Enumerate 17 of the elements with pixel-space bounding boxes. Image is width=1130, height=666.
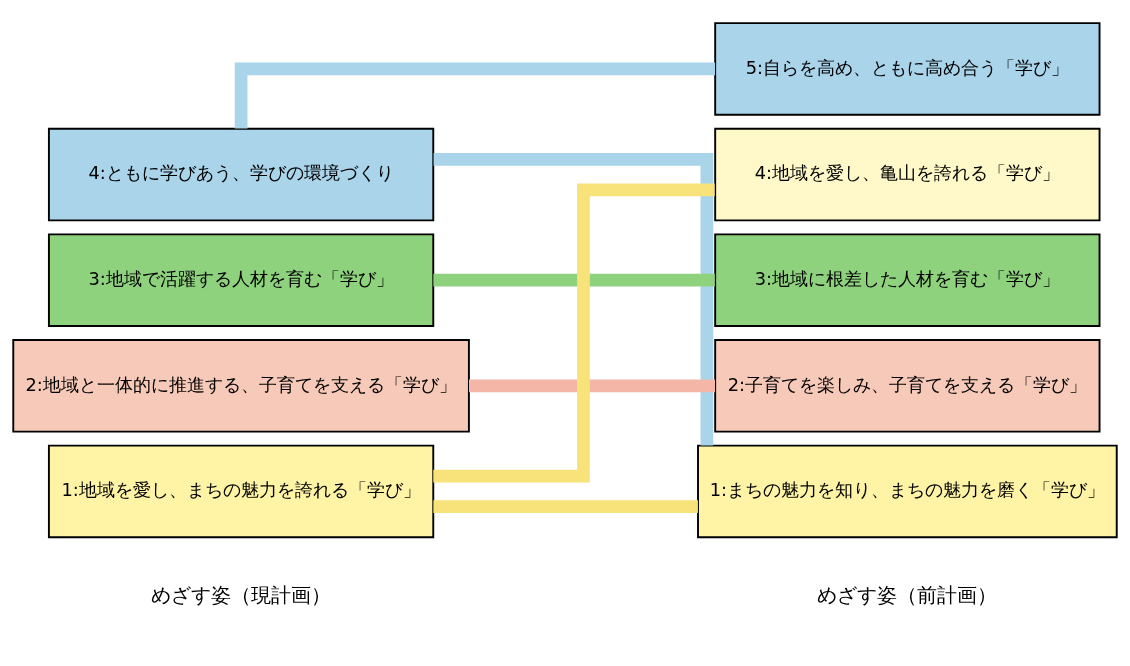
node-box: 2:地域と一体的に推進する、子育てを支える「学び」: [12, 339, 470, 433]
node-box: 5:自らを高め、ともに高め合う「学び」: [714, 22, 1101, 116]
node-box: 4:地域を愛し、亀山を誇れる「学び」: [714, 127, 1101, 222]
connector: [234, 62, 716, 129]
connector: [433, 273, 715, 287]
connector: [433, 500, 698, 514]
node-box: 1:地域を愛し、まちの魅力を誇れる「学び」: [47, 444, 435, 539]
label: めざす姿（現計画）: [151, 582, 332, 607]
node-box: 4:ともに学びあう、学びの環境づくり: [47, 127, 435, 222]
connector: [433, 183, 715, 483]
node-box: 2:子育てを楽しみ、子育てを支える「学び」: [714, 339, 1101, 433]
node-box: 3:地域で活躍する人材を育む「学び」: [47, 233, 435, 327]
connector: [433, 152, 714, 446]
label: めざす姿（前計画）: [817, 582, 998, 607]
node-box: 3:地域に根差した人材を育む「学び」: [714, 233, 1101, 327]
connector: [469, 379, 716, 393]
node-box: 1:まちの魅力を知り、まちの魅力を磨く「学び」: [697, 444, 1118, 539]
